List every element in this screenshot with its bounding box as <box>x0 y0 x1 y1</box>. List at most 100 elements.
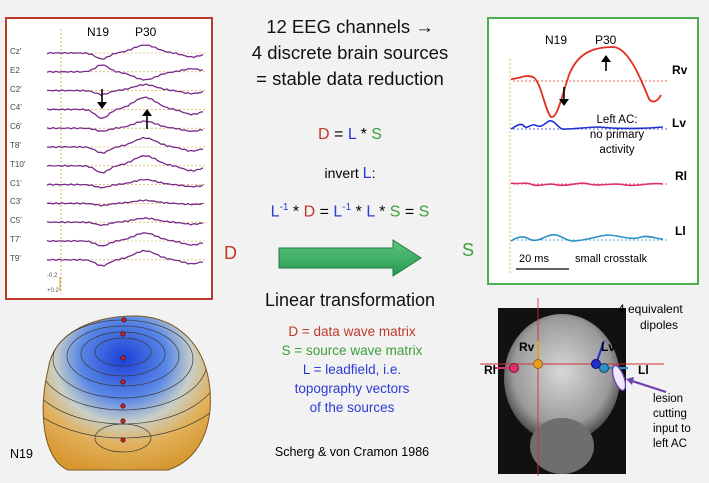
head-label-n19: N19 <box>10 447 33 461</box>
eeg-trace <box>46 155 204 174</box>
invert-line: invert L: <box>300 165 400 183</box>
src-peak-n19: N19 <box>545 33 568 47</box>
eeg-traces <box>46 29 205 294</box>
eeg-trace <box>46 136 204 155</box>
eeg-channel-label: C4' <box>10 103 22 113</box>
eq2-l3: L <box>366 203 375 221</box>
ll-trace <box>510 233 664 242</box>
crosstalk-label: small crosstalk <box>575 253 648 265</box>
lv-trace <box>510 120 664 130</box>
eeg-trace <box>46 44 204 60</box>
def-s: S = source wave matrix <box>281 343 423 358</box>
eq2-eq2: = <box>400 203 419 221</box>
eq2-mul2: * <box>351 203 367 221</box>
eeg-up-arrowhead <box>142 109 152 116</box>
mri-coronal <box>480 298 667 476</box>
note-line-2: no primary <box>589 129 645 141</box>
eq2-s1: S <box>389 203 401 221</box>
rl-trace <box>510 182 664 187</box>
invert-colon: : <box>371 165 376 181</box>
eeg-scale-bottom: +0.2 <box>47 288 59 294</box>
eq1-d: D <box>318 126 330 143</box>
dipoles-caption: 4 equivalent dipoles <box>618 301 703 333</box>
arrow-label-s: S <box>462 240 475 260</box>
eeg-channel-label: T7' <box>10 235 21 244</box>
eeg-trace <box>46 178 204 189</box>
src-label-rv: Rv <box>672 63 688 77</box>
eeg-trace <box>46 120 204 132</box>
title-line-1: 12 EEG channels → <box>266 16 434 37</box>
src-label-ll: Ll <box>675 224 686 238</box>
eeg-trace <box>46 249 204 267</box>
eeg-trace <box>46 232 204 247</box>
eeg-channel-label: T9' <box>10 253 21 263</box>
def-d: D = data wave matrix <box>288 324 416 339</box>
linear-transformation-heading: Linear transformation <box>264 290 436 310</box>
eeg-channel-label: Cz' <box>10 47 22 56</box>
eq1-mul: * <box>356 126 372 143</box>
ll-dipole <box>599 363 609 373</box>
eq2-eq1: = <box>315 203 334 221</box>
eeg-trace <box>46 199 204 207</box>
head-shape <box>42 315 211 471</box>
eeg-channel-label: C1' <box>10 178 22 188</box>
source-traces <box>509 46 667 274</box>
lesion-caption: lesion cutting input to left AC <box>653 392 691 452</box>
eeg-scale-top: -0.2 <box>47 273 58 279</box>
eq2-d: D <box>303 203 316 221</box>
eq1-s: S <box>371 126 382 143</box>
lesion-pointer <box>628 378 667 394</box>
eq2-sup2: -1 <box>342 202 352 213</box>
eeg-trace <box>46 96 204 120</box>
rl-dipole <box>509 363 519 373</box>
src-label-lv: Lv <box>672 116 687 130</box>
lesion-line-1: lesion <box>653 393 684 405</box>
def-l-2: topography vectors <box>294 381 410 396</box>
lesion-line-4: left AC <box>653 438 687 450</box>
eeg-peak-p30: P30 <box>135 25 157 39</box>
eeg-down-arrowhead <box>97 102 107 109</box>
transform-arrow <box>278 239 422 277</box>
lesion-line-2: cutting <box>653 408 687 420</box>
invert-l: L <box>362 165 372 182</box>
eeg-channel-label: C2' <box>10 84 22 94</box>
head-electrodes <box>120 317 127 443</box>
eq2-s2: S <box>418 203 430 221</box>
eeg-channel-label: T10' <box>10 159 26 169</box>
eeg-trace <box>46 217 204 227</box>
head-topography <box>42 315 211 471</box>
arrow-label-d: D <box>224 243 237 263</box>
eeg-trace <box>46 64 204 81</box>
eq2-l2: L <box>333 203 343 221</box>
eq2-sup1: -1 <box>279 202 289 213</box>
def-l-3: of the sources <box>309 400 395 415</box>
citation: Scherg & von Cramon 1986 <box>274 445 430 459</box>
title-line-3: = stable data reduction <box>256 68 444 89</box>
lv-dipole <box>591 359 601 369</box>
dipoles-caption-2: dipoles <box>640 318 679 332</box>
note-line-3: activity <box>599 144 635 156</box>
def-l-1: L = leadfield, i.e. <box>302 362 402 377</box>
mri-label-ll: Ll <box>638 363 649 377</box>
mri-label-lv: Lv <box>601 340 616 354</box>
left-ac-note: Left AC: no primary activity <box>567 113 667 158</box>
source-wave-panel: N19 P30 Rv Lv Rl Ll Left AC: no primary … <box>487 17 699 285</box>
definitions: D = data wave matrix S = source wave mat… <box>252 322 452 417</box>
mri-brain <box>504 314 620 442</box>
rv-dipole <box>533 359 543 369</box>
eeg-peak-n19: N19 <box>87 25 110 39</box>
src-peak-p30: P30 <box>595 33 617 47</box>
time-scale-label: 20 ms <box>519 253 549 265</box>
lesion-pointer-head <box>626 377 634 385</box>
eeg-trace <box>46 83 204 96</box>
mri-label-rl: Rl <box>484 363 496 377</box>
mri-brainstem <box>530 418 594 474</box>
eeg-channel-label: E2 <box>10 65 20 75</box>
dipoles-caption-1: 4 equivalent <box>618 302 683 316</box>
eq1-equals: = <box>329 126 348 143</box>
main-title: 12 EEG channels → 4 discrete brain sourc… <box>225 14 475 92</box>
eeg-channel-label: C5' <box>10 216 22 226</box>
eq2-l1: L <box>270 203 280 221</box>
mri-label-rv: Rv <box>519 340 535 354</box>
